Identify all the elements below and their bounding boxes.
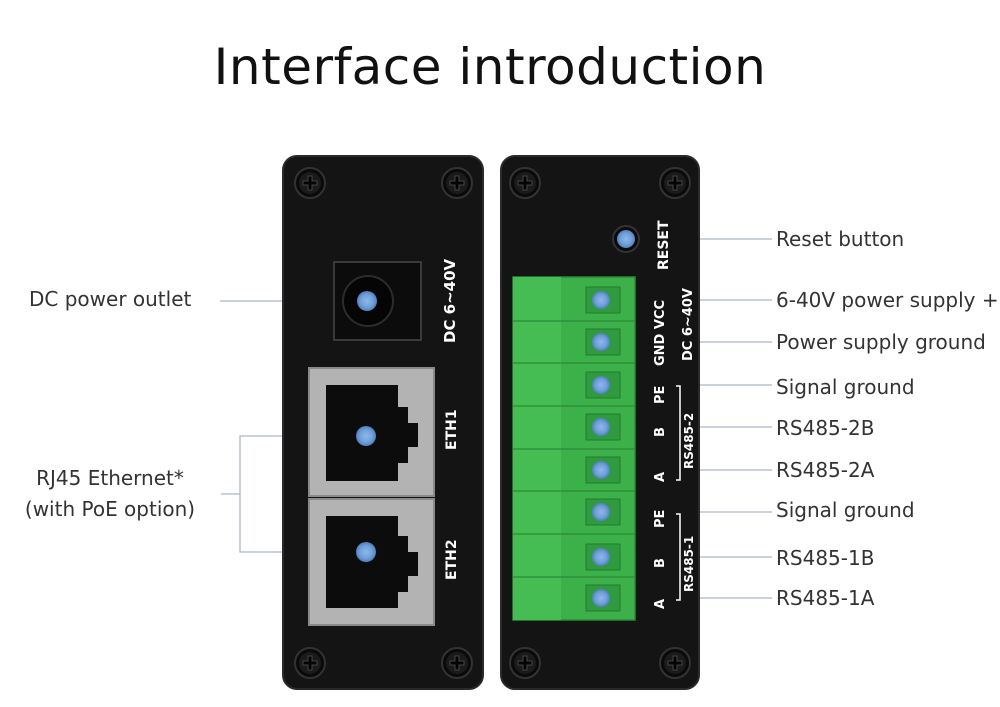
screw-icon [441,167,473,199]
pin-a-1: A [653,599,668,609]
a1-marker [592,589,610,607]
pin-b-1: B [653,558,668,568]
pe1-marker [592,503,610,521]
eth2-marker [356,542,376,562]
screw-icon [294,647,326,679]
group-brackets [676,385,681,601]
pin-a-2: A [653,472,668,482]
terminal-block [512,276,636,621]
eth2-port[interactable] [308,498,435,626]
rj45-label-line2: (with PoE option) [24,497,196,521]
eth1-marker [356,426,376,446]
pin-pe-1: PE [653,510,668,528]
eth2-marking: ETH2 [444,539,460,580]
power-pins-marking: GND VCC [653,300,668,366]
screw-icon [509,167,541,199]
eth1-marking: ETH1 [444,409,460,450]
right-panel: RESET [500,155,700,690]
group-rs485-2: RS485-2 [682,413,696,469]
screw-icon [659,647,691,679]
rs485-1b-label: RS485-1B [776,546,875,570]
reset-marker [617,230,635,248]
signal-ground-1-label: Signal ground [776,498,915,522]
dc-power-label: DC power outlet [29,287,192,311]
rj45-label: RJ45 Ethernet* (with PoE option) [8,463,212,525]
pin-pe-2: PE [653,386,668,404]
screw-icon [509,647,541,679]
rj45-label-line1: RJ45 Ethernet* [36,466,184,490]
a2-marker [592,461,610,479]
gnd-label: Power supply ground [776,330,986,354]
b2-marker [592,418,610,436]
dc-power-jack[interactable] [333,261,422,341]
power-range-marking: DC 6~40V [681,288,696,361]
left-panel: DC 6~40V ETH1 ETH2 [282,155,484,690]
screw-icon [294,167,326,199]
rs485-1a-label: RS485-1A [776,586,875,610]
reset-label: Reset button [776,227,905,251]
page-title: Interface introduction [213,38,767,96]
rs485-2a-label: RS485-2A [776,458,875,482]
vcc-marker [592,291,610,309]
pe2-marker [592,376,610,394]
dc-marker [357,291,377,311]
group-rs485-1: RS485-1 [682,536,696,592]
pin-b-2: B [653,427,668,437]
b1-marker [592,548,610,566]
vcc-label: 6-40V power supply + [776,288,999,312]
dc-marking: DC 6~40V [441,258,459,343]
reset-marking: RESET [656,220,672,270]
rs485-2b-label: RS485-2B [776,416,875,440]
gnd-marker [592,333,610,351]
signal-ground-2-label: Signal ground [776,375,915,399]
screw-icon [441,647,473,679]
screw-icon [659,167,691,199]
